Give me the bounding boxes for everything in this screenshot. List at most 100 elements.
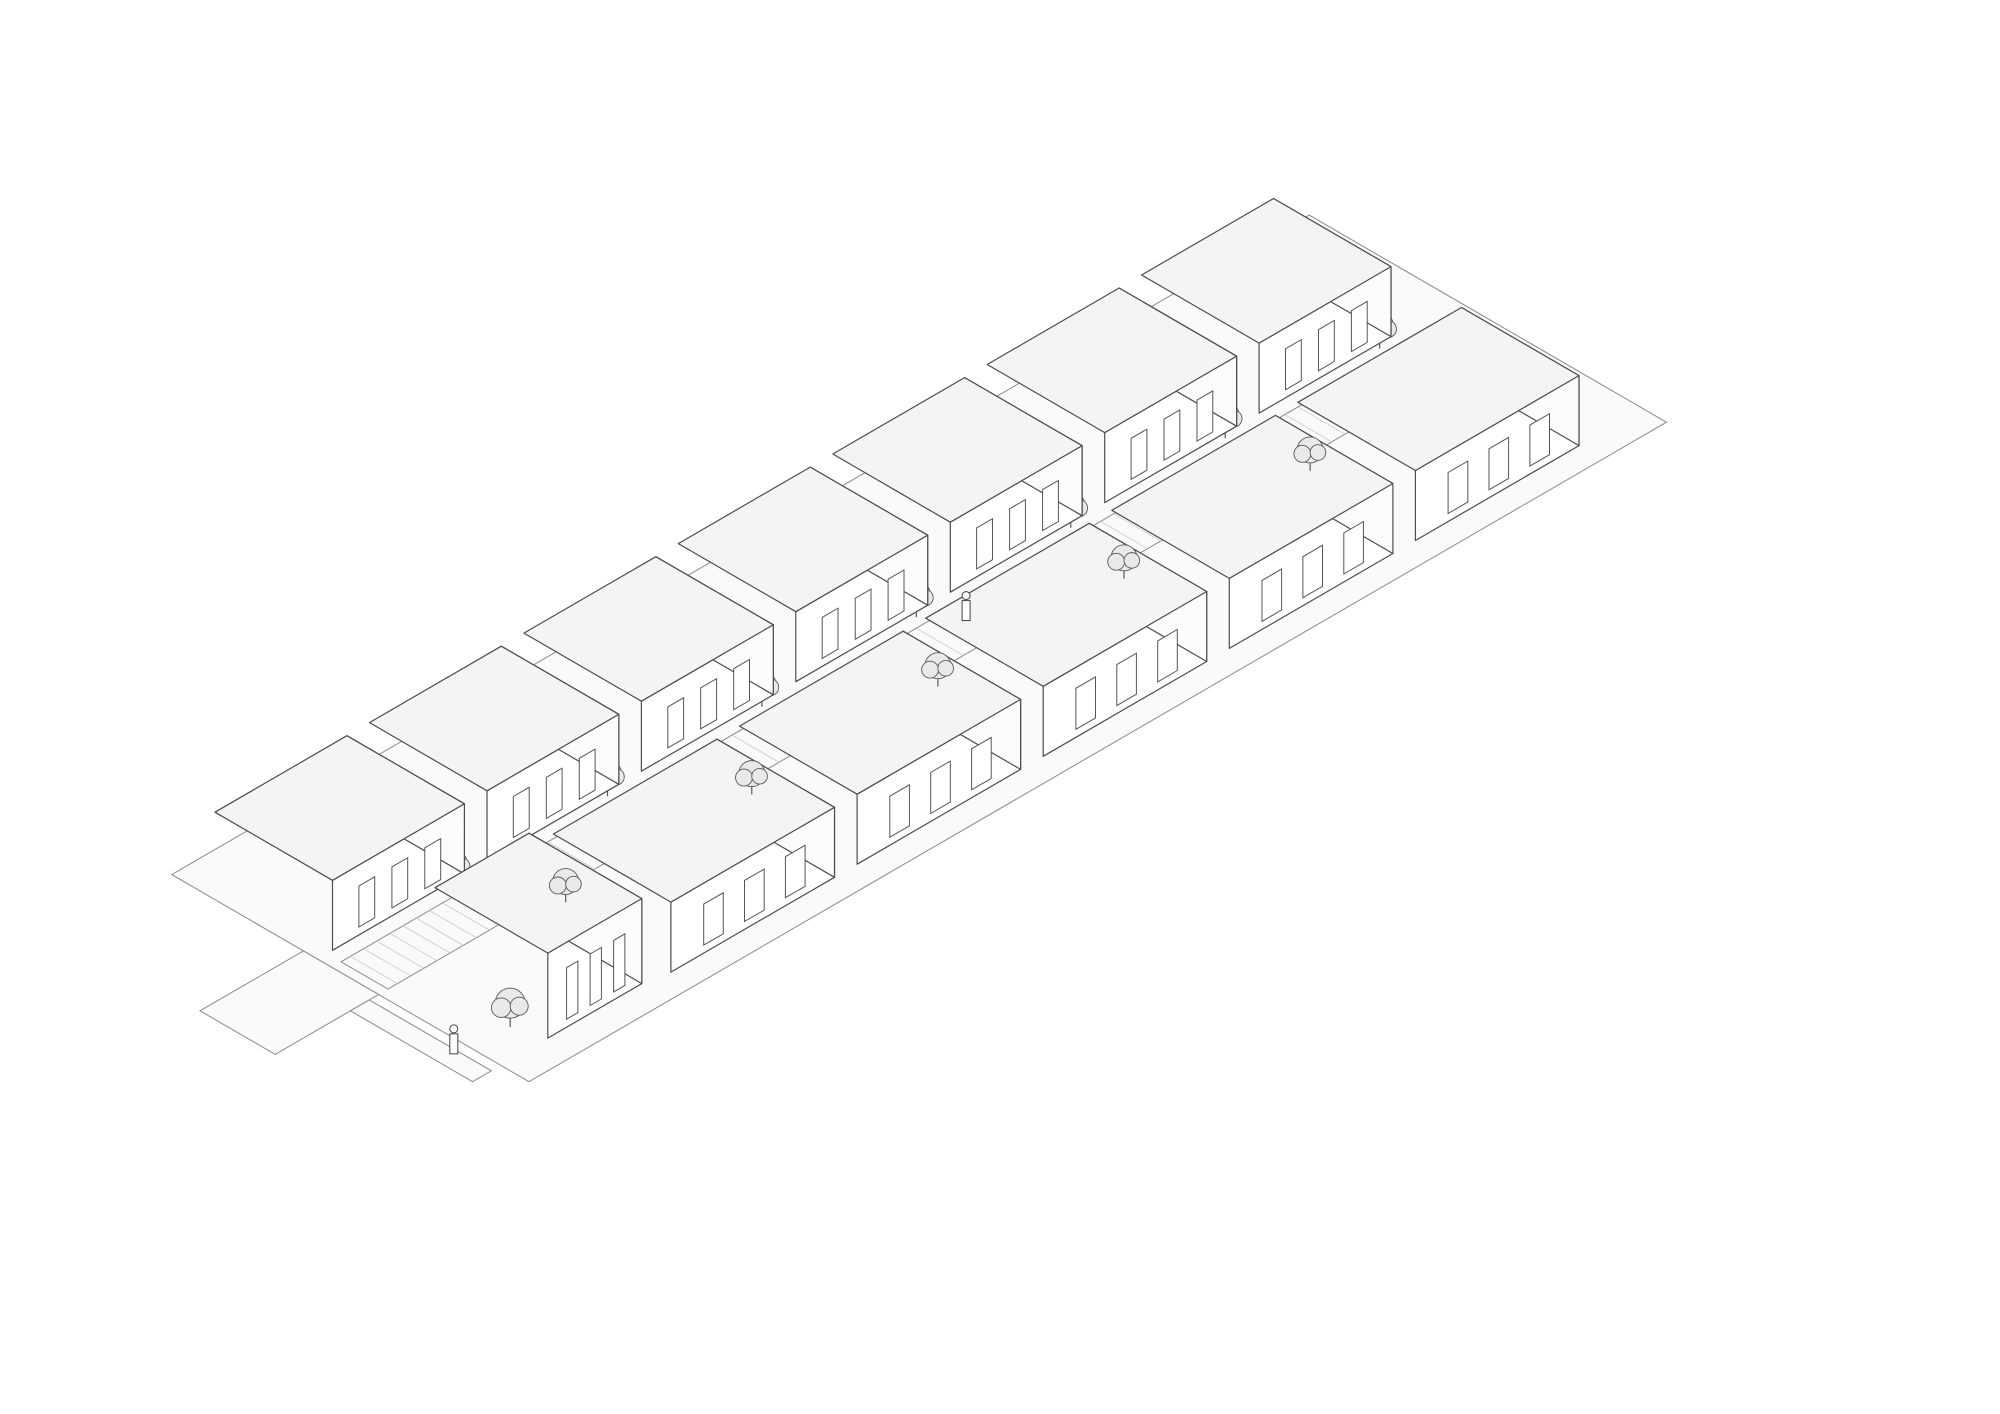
north-unit-3-window [667, 696, 685, 749]
deck-board [1100, 521, 1148, 549]
people [449, 591, 971, 1055]
north-unit-1-window [391, 856, 409, 909]
deck-board [731, 734, 780, 763]
south-unit-5-tree-canopy-b [1293, 444, 1312, 463]
south-unit-1-window [744, 868, 765, 923]
entry-plaza [199, 950, 380, 1055]
south-unit-4-tree [1107, 544, 1141, 579]
south-unit-3-tree-canopy-b [921, 660, 939, 679]
north-unit-5-window [1009, 498, 1026, 551]
deck-board [415, 917, 464, 946]
north-unit-1-window [424, 837, 442, 890]
deck-board [429, 910, 477, 939]
deck-board [1297, 406, 1346, 435]
north-unit-6-roof [986, 287, 1238, 434]
south-unit-3-window [1157, 628, 1178, 683]
north-unit-5-window [976, 517, 993, 570]
south-unit-3-window [1116, 652, 1137, 707]
south-unit-2-window [889, 783, 910, 839]
north-unit-7 [1140, 197, 1392, 414]
north-unit-3-window [733, 658, 750, 711]
deck-board [350, 955, 398, 984]
north-unit-1-window [358, 875, 376, 928]
entry-unit-window [566, 960, 579, 1021]
south-unit-3-tree [921, 652, 954, 687]
south-unit-2-tree-canopy-b [735, 768, 753, 787]
entry-unit [434, 832, 643, 1039]
south-unit-4-window [1343, 520, 1364, 575]
deck-board [1284, 414, 1332, 443]
person-lane-head [961, 591, 971, 601]
north-unit-2-roof [368, 645, 620, 792]
entry-tree-canopy-b [491, 997, 512, 1018]
south-unit-2-tree [735, 760, 768, 795]
north-unit-6-window [1163, 409, 1181, 462]
north-unit-3 [523, 556, 774, 772]
deck-board [389, 933, 438, 962]
person-lane-body [961, 600, 971, 622]
south-unit-1-tree [548, 868, 582, 903]
north-unit-3-roof [523, 556, 774, 702]
north-unit-7-window [1318, 319, 1335, 372]
south-unit-4-window [1261, 568, 1283, 623]
south-unit-5-roof [1297, 306, 1580, 472]
south-unit-1-window [703, 891, 724, 946]
north-unit-7-window [1285, 338, 1302, 391]
south-unit-4-window [1302, 544, 1323, 599]
entry-unit-window [589, 946, 602, 1007]
deck-board [442, 902, 490, 931]
south-unit-5-tree [1293, 436, 1327, 471]
person-lane [961, 591, 971, 622]
south-unit-3-tree-canopy-c [937, 660, 954, 677]
south-unit-1-tree-canopy-c [565, 875, 582, 893]
deck-board [1113, 513, 1161, 542]
north-unit-5-window [1042, 479, 1059, 532]
south-unit-5-window [1488, 436, 1510, 491]
south-unit-5 [1297, 306, 1580, 542]
deck-board [547, 841, 596, 870]
deck-board [363, 948, 411, 977]
north-unit-6-window [1130, 428, 1148, 481]
north-unit-2-window [578, 748, 596, 801]
north-unit-4 [677, 466, 929, 683]
person-entry-head [449, 1024, 459, 1034]
north-unit-4-window [821, 607, 839, 660]
deck-board [376, 940, 424, 969]
deck-board [916, 627, 964, 656]
north-unit-2 [368, 645, 620, 862]
north-unit-4-roof [677, 466, 929, 613]
north-unit-4-window [854, 588, 872, 641]
deck-board [402, 925, 451, 954]
entry-path [349, 999, 493, 1083]
north-unit-3-window [700, 677, 718, 730]
south-unit-2-window [930, 760, 951, 815]
south-unit-1-tree-canopy-b [548, 876, 567, 895]
south-unit-2-tree-canopy-c [751, 767, 768, 785]
south-unit-2-window [971, 736, 992, 791]
north-unit-5 [832, 377, 1083, 593]
north-unit-7-roof [1140, 197, 1392, 344]
south-unit-5-window [1529, 412, 1550, 467]
north-unit-5-roof [832, 377, 1083, 523]
north-unit-2-window [512, 786, 530, 839]
north-unit-1-roof [214, 735, 465, 881]
north-unit-6 [986, 287, 1238, 504]
person-entry [449, 1024, 459, 1055]
south-unit-4-tree-canopy-b [1107, 552, 1126, 571]
north-unit-1 [214, 735, 465, 951]
entry-tree-canopy-c [509, 996, 529, 1016]
south-unit-1-window [784, 844, 806, 899]
north-unit-4-window [887, 569, 905, 622]
entry-tree [491, 987, 529, 1028]
south-unit-3-window [1075, 676, 1096, 731]
south-unit-4-tree-canopy-c [1123, 552, 1141, 569]
landscaping-front [491, 436, 1327, 1028]
entry-unit-window [613, 933, 626, 993]
entry-unit-roof [434, 832, 643, 954]
south-unit-5-tree-canopy-c [1309, 444, 1327, 461]
person-entry-body [449, 1033, 459, 1055]
north-unit-2-window [545, 767, 563, 820]
south-unit-5-window [1447, 460, 1469, 515]
north-unit-7-window [1350, 300, 1368, 353]
